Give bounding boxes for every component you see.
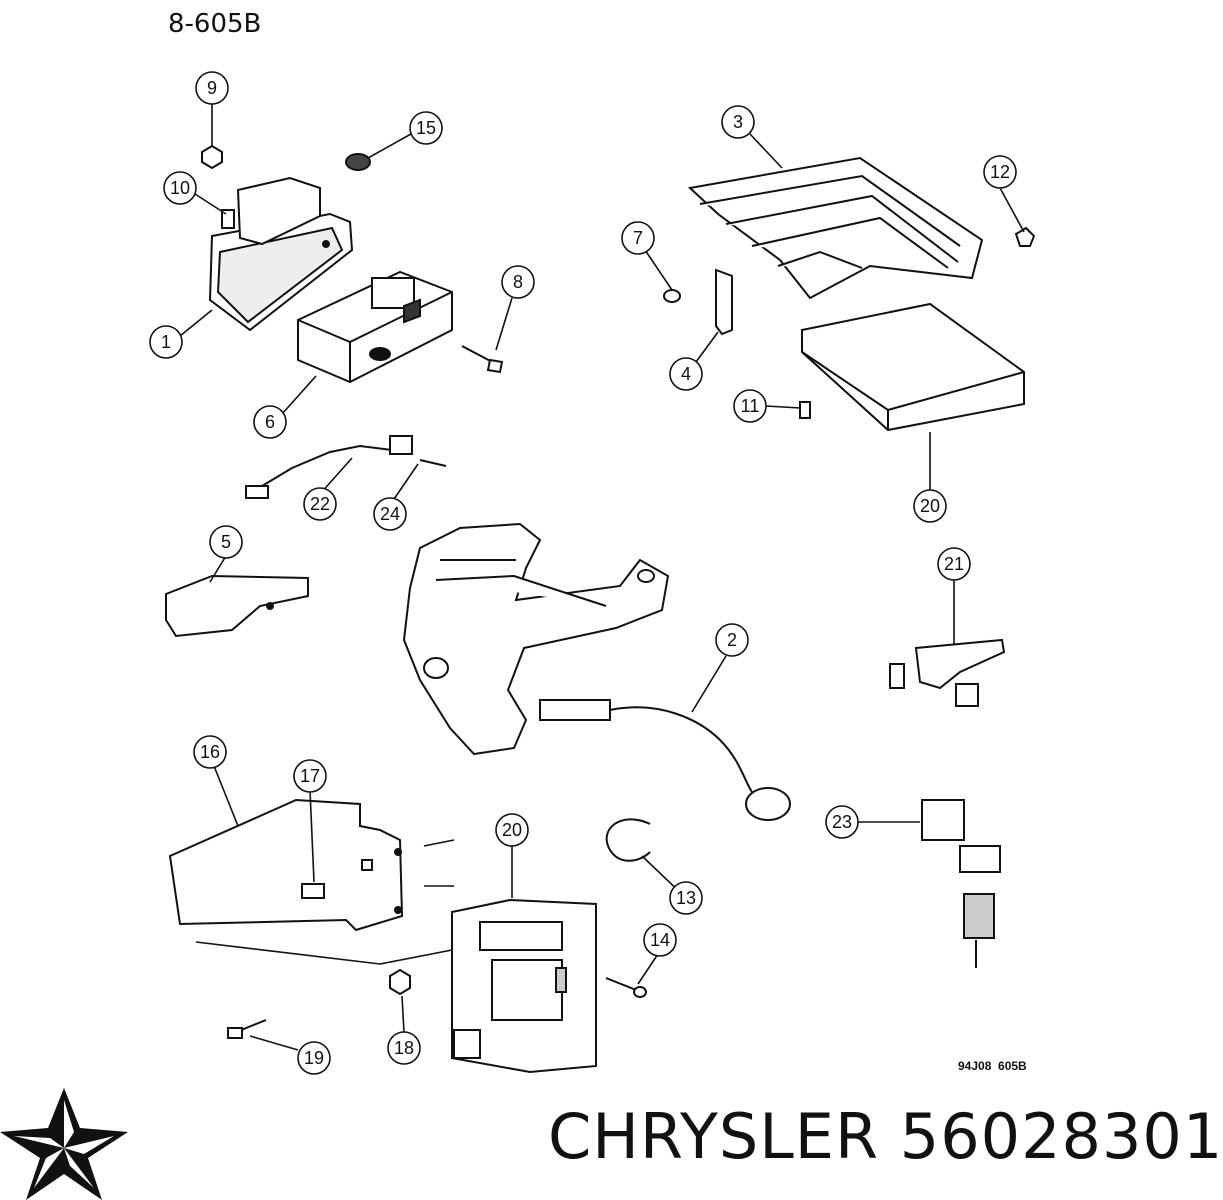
svg-text:10: 10 [170, 178, 190, 198]
exhaust-manifold [402, 522, 670, 756]
svg-text:16: 16 [200, 742, 220, 762]
callout-18: 18 [387, 1031, 421, 1065]
leaders-top-right [644, 133, 1025, 490]
callout-5: 5 [209, 525, 243, 559]
svg-text:4: 4 [681, 364, 691, 384]
part-5-bracket [165, 574, 309, 638]
part-20-module-top [801, 302, 1025, 432]
svg-text:20: 20 [502, 820, 522, 840]
callout-13: 13 [669, 881, 703, 915]
part-14-screw [605, 977, 647, 998]
callout-12: 12 [983, 155, 1017, 189]
svg-text:14: 14 [650, 930, 670, 950]
callout-9: 9 [195, 71, 229, 105]
part-20-module-bottom [451, 898, 597, 1074]
part-10-screw [221, 209, 235, 229]
part-17-clip [361, 859, 373, 871]
svg-text:2: 2 [727, 630, 737, 650]
part-21-sensor-bracket [889, 638, 1006, 707]
callout-24: 24 [373, 497, 407, 531]
part-12-nut [1014, 226, 1036, 247]
svg-text:1: 1 [161, 332, 171, 352]
svg-text:12: 12 [990, 162, 1010, 182]
diagram-code-bottom: 94J08 605B [958, 1059, 1027, 1073]
chrysler-pentastar-icon [0, 1088, 128, 1200]
svg-text:6: 6 [265, 412, 275, 432]
svg-text:11: 11 [741, 396, 760, 416]
callout-11: 11 [733, 389, 767, 423]
callout-15: 15 [409, 111, 443, 145]
callout-14: 14 [643, 923, 677, 957]
part-1-bracket [208, 176, 354, 332]
callout-2: 2 [715, 623, 749, 657]
callout-21: 21 [937, 547, 971, 581]
brand-caption: CHRYSLER 56028301 [548, 1100, 1223, 1173]
part-19-bolt [227, 1019, 267, 1039]
callout-1: 1 [149, 325, 183, 359]
part-7-screw [663, 289, 681, 303]
leaders-bottom-left [195, 765, 455, 1051]
part-15-grommet [345, 153, 371, 171]
leader-2 [691, 655, 727, 713]
svg-text:9: 9 [207, 78, 217, 98]
part-23-sensor-lead [245, 435, 413, 499]
part-16-mount-plate [168, 798, 404, 932]
svg-text:5: 5 [221, 532, 231, 552]
part-18-nut [389, 968, 411, 996]
part-13-snap-ring [605, 818, 651, 862]
svg-text:8: 8 [513, 272, 523, 292]
svg-text:23: 23 [832, 812, 852, 832]
part-3-tray [687, 156, 984, 300]
part-6-sensor-module [297, 270, 453, 384]
svg-text:22: 22 [310, 494, 330, 514]
svg-text:19: 19 [304, 1048, 324, 1068]
callout-7: 7 [621, 221, 655, 255]
callout-16: 16 [193, 735, 227, 769]
svg-text:21: 21 [944, 554, 964, 574]
part-4-clip [715, 268, 733, 336]
callout-22: 23 [825, 805, 859, 839]
part-22-connector [921, 799, 1001, 968]
leader-5 [209, 555, 227, 583]
part-8-bolt [461, 345, 504, 374]
svg-text:15: 15 [416, 118, 436, 138]
part-24-screw [419, 459, 447, 467]
svg-text:13: 13 [676, 888, 696, 908]
callout-3: 3 [721, 105, 755, 139]
svg-text:20: 20 [920, 496, 940, 516]
svg-text:24: 24 [380, 504, 400, 524]
callout-6: 6 [253, 405, 287, 439]
part-11-screw [799, 401, 811, 419]
part-2-oxygen-sensor [539, 699, 791, 821]
callout-4: 4 [669, 357, 703, 391]
callout-10: 10 [163, 171, 197, 205]
svg-text:3: 3 [733, 112, 743, 132]
parts-diagram: 8-605B [149, 9, 1036, 1075]
callout-17: 17 [293, 759, 327, 793]
callout-8: 8 [501, 265, 535, 299]
svg-text:18: 18 [394, 1038, 414, 1058]
svg-text:17: 17 [300, 766, 320, 786]
callout-19: 19 [297, 1041, 331, 1075]
leaders-bottom-mid [511, 846, 659, 985]
callout-23: 22 [303, 487, 337, 521]
diagram-code-top: 8-605B [168, 9, 261, 39]
part-9-nut [201, 144, 223, 170]
callout-20-bottom: 20 [495, 813, 529, 847]
svg-text:7: 7 [633, 228, 643, 248]
leaders-top-left [179, 104, 513, 415]
leaders-sensor [319, 457, 419, 503]
callout-20-top: 20 [913, 489, 947, 523]
